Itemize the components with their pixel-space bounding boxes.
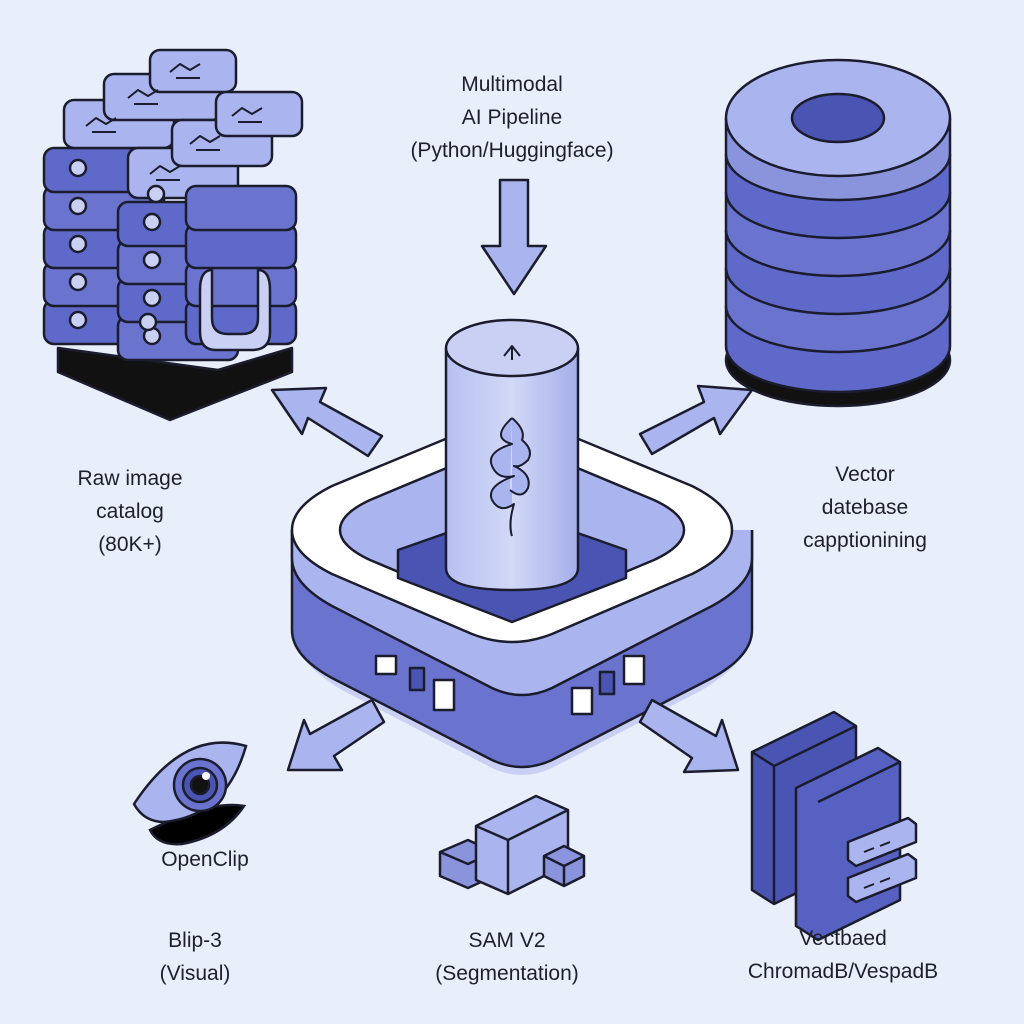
pipeline-title: Multimodal AI Pipeline (Python/Huggingfa… xyxy=(382,68,642,167)
sam-v2-line-2: (Segmentation) xyxy=(435,962,579,985)
arrow-to-openclip xyxy=(286,698,386,772)
arrow-to-vector-db xyxy=(638,384,754,456)
image-stack-icon xyxy=(42,48,304,422)
raw-catalog-line-1: Raw image xyxy=(77,467,183,490)
vector-db-line-1: Vector xyxy=(835,463,895,486)
pipeline-hub-icon xyxy=(290,318,754,775)
title-line-3: (Python/Huggingface) xyxy=(410,139,614,162)
database-cylinder-icon xyxy=(724,58,952,408)
vector-store-label: Vectbaed ChromadB/VespadB xyxy=(718,922,968,988)
title-line-1: Multimodal xyxy=(461,73,563,96)
vector-store-line-2: ChromadB/VespadB xyxy=(747,960,939,983)
arrow-to-vector-store xyxy=(638,698,740,774)
vector-db-label: Vector datebase capptionining xyxy=(760,458,970,557)
blip3-label: Blip-3 (Visual) xyxy=(110,924,280,990)
vector-store-line-1: Vectbaed xyxy=(799,927,887,950)
down-arrow-icon xyxy=(480,178,548,296)
openclip-label: OpenClip xyxy=(161,848,249,871)
blip3-line-2: (Visual) xyxy=(159,962,231,985)
blocks-icon xyxy=(438,794,586,896)
eye-icon xyxy=(132,741,248,846)
title-line-2: AI Pipeline xyxy=(461,106,563,129)
vector-db-line-2: datebase xyxy=(821,496,909,519)
raw-catalog-label: Raw image catalog (80K+) xyxy=(30,462,230,561)
sam-v2-line-1: SAM V2 xyxy=(468,929,546,952)
arrow-to-raw-catalog xyxy=(270,386,384,458)
blip3-line-1: Blip-3 xyxy=(168,929,222,952)
sam-v2-label: SAM V2 (Segmentation) xyxy=(402,924,612,990)
vector-db-line-3: capptionining xyxy=(803,529,927,552)
raw-catalog-line-2: catalog xyxy=(96,500,164,523)
raw-catalog-line-3: (80K+) xyxy=(98,533,162,556)
server-icon xyxy=(750,710,918,942)
